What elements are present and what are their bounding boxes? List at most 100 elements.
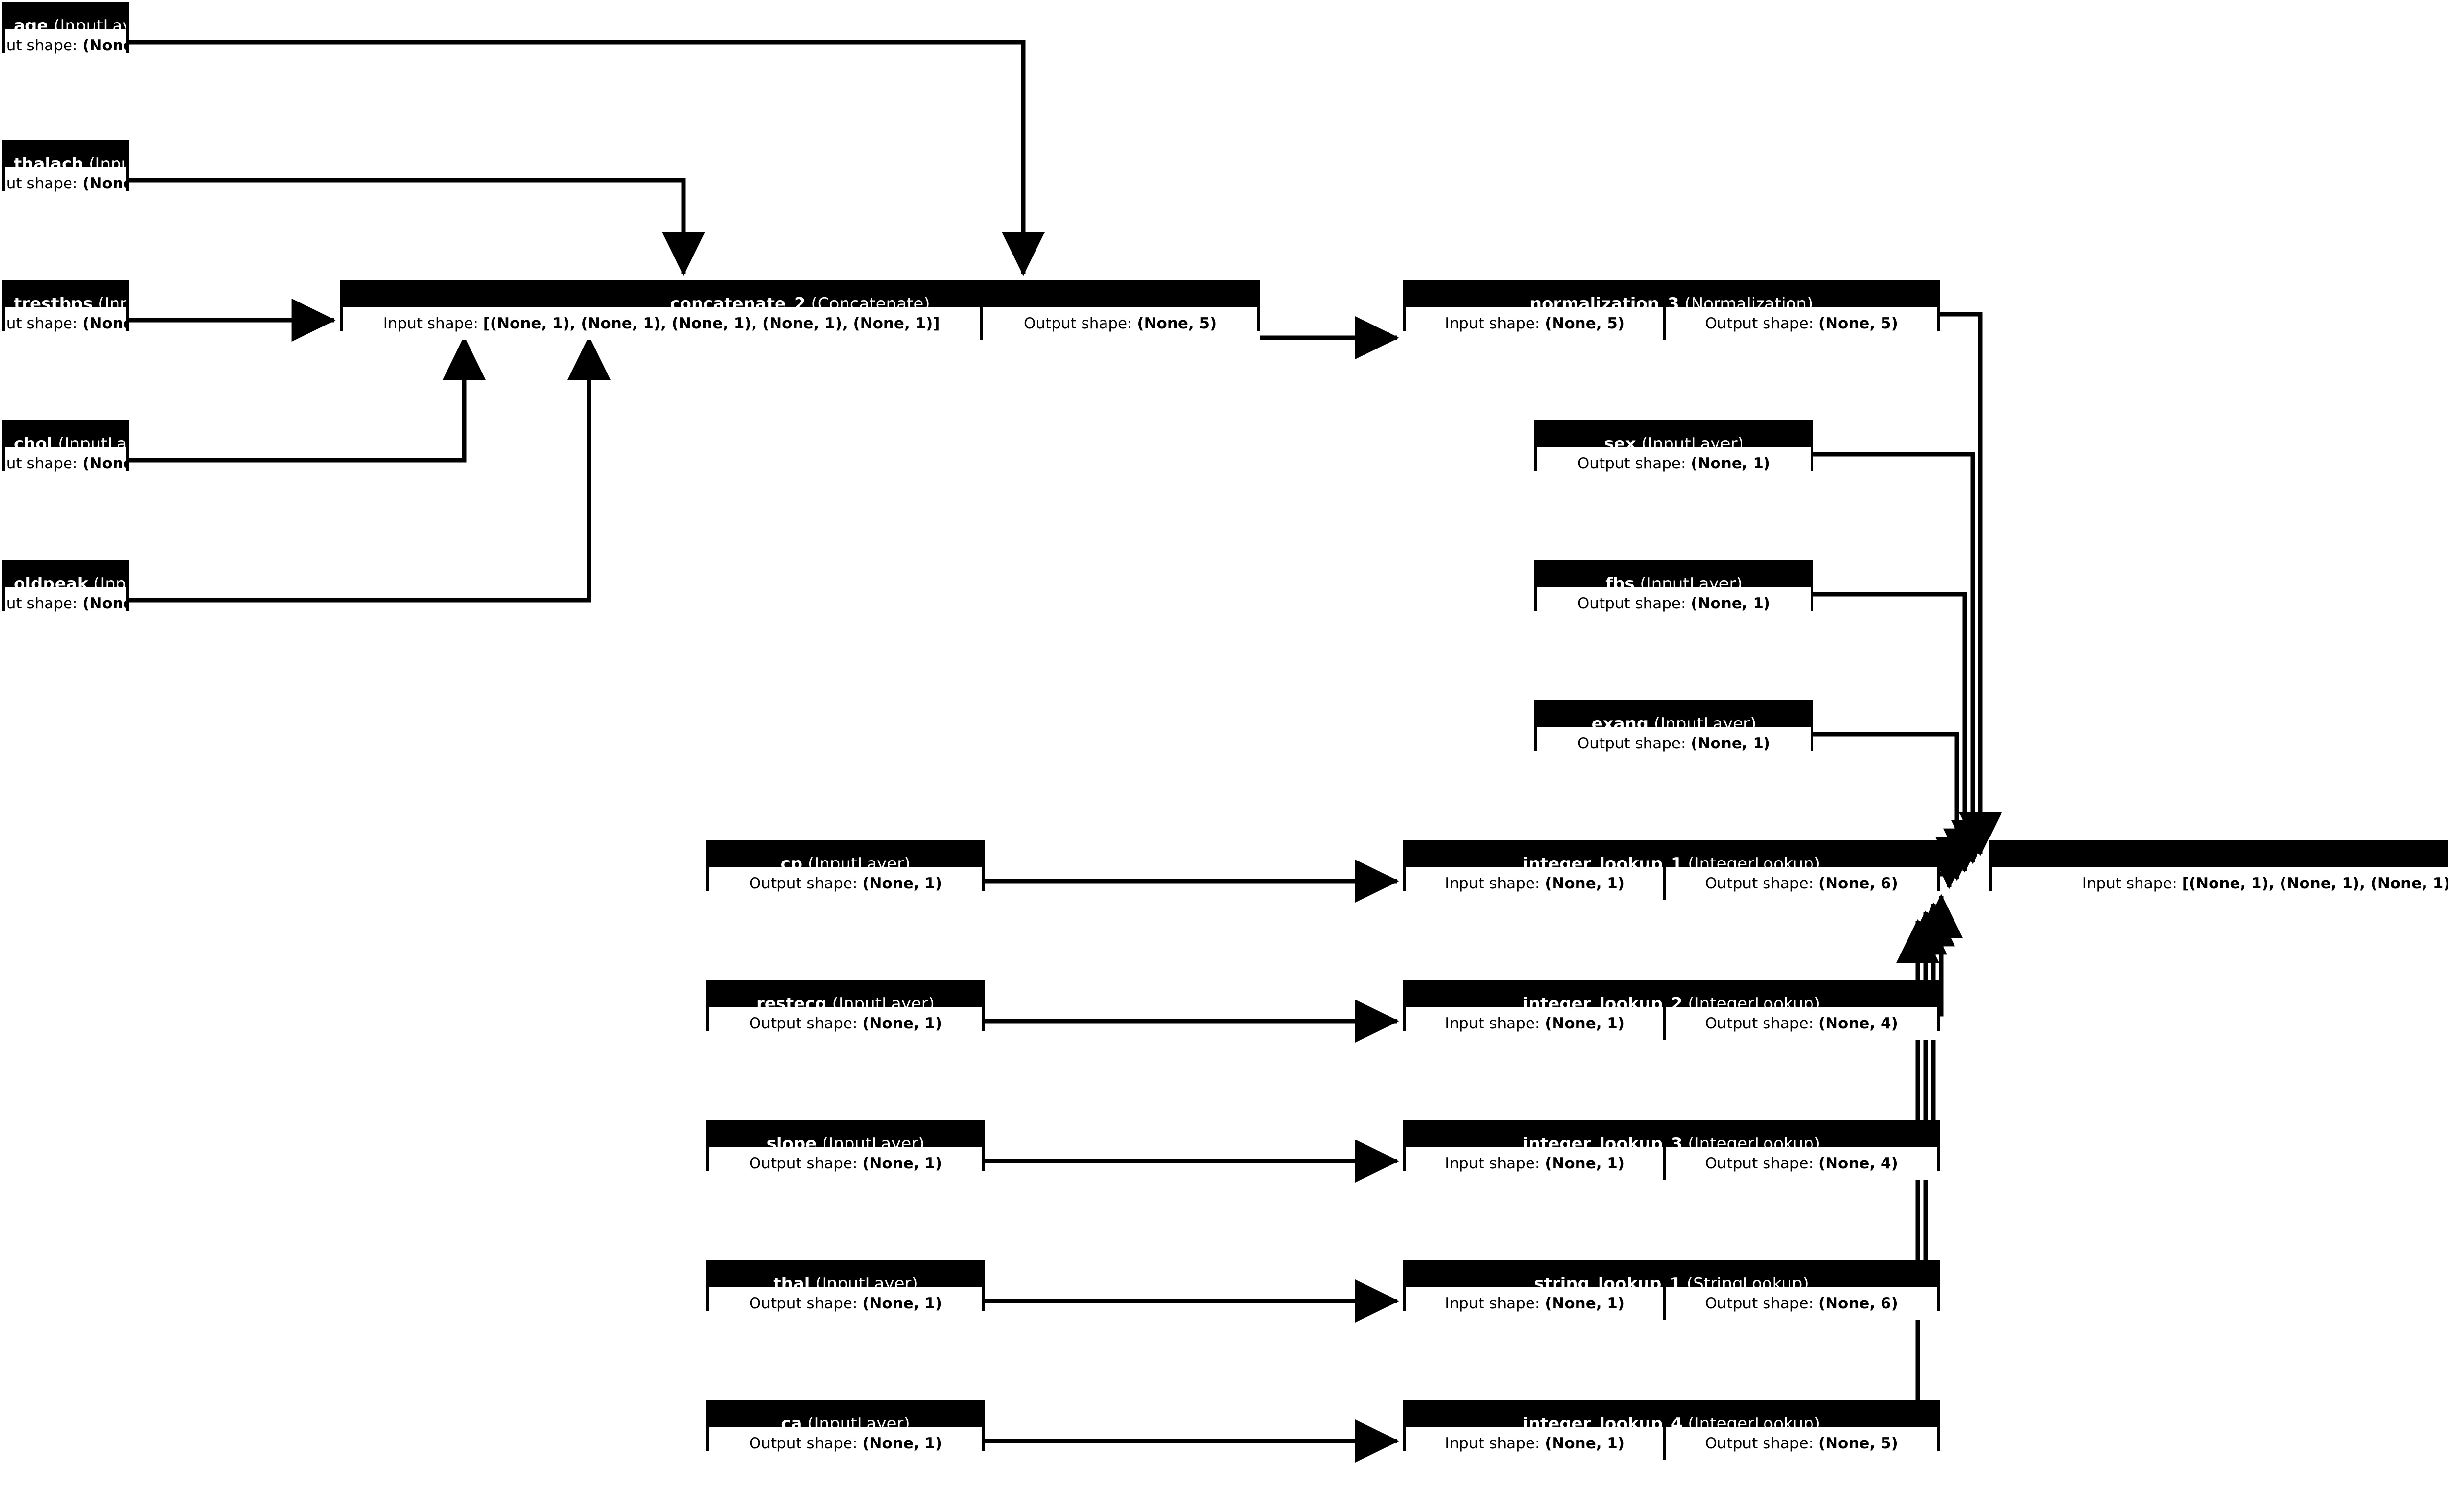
node-oldpeak[interactable]: oldpeak (InputLayer) Output shape: (None… — [2, 560, 129, 620]
output-shape-value: (None, 1) — [862, 1015, 942, 1032]
node-title: oldpeak (InputLayer) — [5, 563, 126, 587]
node-thal[interactable]: thal (InputLayer) Output shape: (None, 1… — [706, 1260, 985, 1320]
output-shape-cell: Output shape: (None, 6) — [1666, 867, 1937, 900]
node-name: integer_lookup_4 — [1523, 1414, 1683, 1427]
node-concatenate_3[interactable]: concatenate_3 (Concatenate) Input shape:… — [1989, 840, 2448, 900]
node-type: (StringLookup) — [1686, 1274, 1809, 1287]
node-body: Output shape: (None, 1) — [709, 867, 982, 900]
output-shape-label: Output shape: — [1705, 1155, 1814, 1172]
edge-oldpeak-to-concatenate_2 — [129, 336, 611, 603]
output-shape-value: (None, 6) — [1818, 1295, 1898, 1312]
node-type: (IntegerLookup) — [1688, 994, 1820, 1007]
node-sex[interactable]: sex (InputLayer) Output shape: (None, 1) — [1534, 420, 1813, 480]
node-type: (Concatenate) — [811, 294, 930, 307]
input-shape-label: Input shape: — [383, 315, 478, 332]
output-shape-cell: Output shape: (None, 1) — [5, 29, 126, 62]
node-restecg[interactable]: restecg (InputLayer) Output shape: (None… — [706, 980, 985, 1040]
node-body: Output shape: (None, 1) — [1537, 587, 1811, 620]
output-shape-value: (None, 4) — [1818, 1155, 1898, 1172]
output-shape-label: Output shape: — [749, 1435, 858, 1452]
node-body: Output shape: (None, 1) — [709, 1287, 982, 1320]
node-title: integer_lookup_2 (IntegerLookup) — [1406, 983, 1937, 1007]
output-shape-label: Output shape: — [5, 175, 78, 192]
node-name: integer_lookup_3 — [1523, 1134, 1683, 1147]
output-shape-cell: Output shape: (None, 1) — [1537, 447, 1811, 480]
output-shape-cell: Output shape: (None, 1) — [709, 1007, 982, 1040]
node-title: integer_lookup_1 (IntegerLookup) — [1406, 843, 1937, 867]
output-shape-label: Output shape: — [749, 875, 858, 892]
node-integer_lookup_3[interactable]: integer_lookup_3 (IntegerLookup) Input s… — [1403, 1120, 1940, 1180]
node-body: Output shape: (None, 1) — [1537, 727, 1811, 760]
input-shape-label: Input shape: — [2082, 875, 2177, 892]
input-shape-cell: Input shape: [(None, 1), (None, 1), (Non… — [1992, 867, 2448, 900]
node-name: chol — [14, 434, 53, 447]
node-cp[interactable]: cp (InputLayer) Output shape: (None, 1) — [706, 840, 985, 900]
node-name: cp — [780, 854, 803, 867]
node-name: oldpeak — [14, 574, 89, 587]
node-type: (InputLayer) — [89, 154, 126, 167]
node-integer_lookup_1[interactable]: integer_lookup_1 (IntegerLookup) Input s… — [1403, 840, 1940, 900]
output-shape-cell: Output shape: (None, 1) — [1537, 587, 1811, 620]
input-shape-cell: Input shape: (None, 1) — [1406, 1287, 1664, 1320]
node-string_lookup_1[interactable]: string_lookup_1 (StringLookup) Input sha… — [1403, 1260, 1940, 1320]
node-body: Input shape: (None, 1) Output shape: (No… — [1406, 867, 1937, 900]
node-title: trestbps (InputLayer) — [5, 283, 126, 307]
output-shape-cell: Output shape: (None, 1) — [5, 447, 126, 480]
node-title: chol (InputLayer) — [5, 423, 126, 447]
output-shape-value: (None, 5) — [1818, 1435, 1898, 1452]
node-exang[interactable]: exang (InputLayer) Output shape: (None, … — [1534, 700, 1813, 760]
node-name: thalach — [14, 154, 84, 167]
output-shape-value: (None, 5) — [1818, 315, 1898, 332]
input-shape-value: (None, 1) — [1545, 1015, 1625, 1032]
node-normalization_3[interactable]: normalization_3 (Normalization) Input sh… — [1403, 280, 1940, 340]
node-type: (InputLayer) — [58, 434, 126, 447]
input-shape-label: Input shape: — [1445, 875, 1540, 892]
node-body: Input shape: [(None, 1), (None, 1), (Non… — [1992, 867, 2448, 900]
node-integer_lookup_2[interactable]: integer_lookup_2 (IntegerLookup) Input s… — [1403, 980, 1940, 1040]
node-slope[interactable]: slope (InputLayer) Output shape: (None, … — [706, 1120, 985, 1180]
output-shape-label: Output shape: — [1705, 875, 1814, 892]
node-type: (InputLayer) — [1640, 574, 1742, 587]
node-name: normalization_3 — [1530, 294, 1679, 307]
node-name: sex — [1604, 434, 1636, 447]
node-body: Output shape: (None, 1) — [1537, 447, 1811, 480]
output-shape-label: Output shape: — [749, 1015, 858, 1032]
node-title: restecg (InputLayer) — [709, 983, 982, 1007]
node-title: ca (InputLayer) — [709, 1403, 982, 1427]
node-thalach[interactable]: thalach (InputLayer) Output shape: (None… — [2, 140, 129, 200]
node-title: integer_lookup_3 (IntegerLookup) — [1406, 1123, 1937, 1147]
node-body: Output shape: (None, 1) — [5, 587, 126, 620]
node-name: restecg — [756, 994, 827, 1007]
node-trestbps[interactable]: trestbps (InputLayer) Output shape: (Non… — [2, 280, 129, 340]
output-shape-label: Output shape: — [1705, 1435, 1814, 1452]
node-fbs[interactable]: fbs (InputLayer) Output shape: (None, 1) — [1534, 560, 1813, 620]
node-body: Output shape: (None, 1) — [709, 1007, 982, 1040]
output-shape-label: Output shape: — [1705, 1295, 1814, 1312]
node-name: ca — [781, 1414, 802, 1427]
node-body: Input shape: (None, 1) Output shape: (No… — [1406, 1287, 1937, 1320]
node-ca[interactable]: ca (InputLayer) Output shape: (None, 1) — [706, 1400, 985, 1460]
input-shape-value: [(None, 1), (None, 1), (None, 1), (None,… — [483, 315, 940, 332]
node-title: exang (InputLayer) — [1537, 703, 1811, 727]
input-shape-label: Input shape: — [1445, 1155, 1540, 1172]
output-shape-value: (None, 1) — [1691, 735, 1771, 752]
input-shape-cell: Input shape: (None, 1) — [1406, 1007, 1664, 1040]
output-shape-cell: Output shape: (None, 1) — [709, 1287, 982, 1320]
output-shape-label: Output shape: — [749, 1295, 858, 1312]
node-name: age — [14, 16, 48, 29]
output-shape-value: (None, 1) — [1691, 595, 1771, 612]
node-chol[interactable]: chol (InputLayer) Output shape: (None, 1… — [2, 420, 129, 480]
output-shape-label: Output shape: — [1577, 595, 1686, 612]
input-shape-label: Input shape: — [1445, 1015, 1540, 1032]
node-concatenate_2[interactable]: concatenate_2 (Concatenate) Input shape:… — [340, 280, 1260, 340]
output-shape-cell: Output shape: (None, 5) — [1666, 307, 1937, 340]
edge-fbs-to-concatenate_3 — [1813, 592, 1987, 873]
input-shape-cell: Input shape: (None, 1) — [1406, 867, 1664, 900]
node-body: Input shape: (None, 1) Output shape: (No… — [1406, 1147, 1937, 1180]
node-name: fbs — [1605, 574, 1635, 587]
output-shape-value: (None, 1) — [82, 37, 126, 54]
node-integer_lookup_4[interactable]: integer_lookup_4 (IntegerLookup) Input s… — [1403, 1400, 1940, 1460]
node-age[interactable]: age (InputLayer) Output shape: (None, 1) — [2, 2, 129, 62]
node-type: (IntegerLookup) — [1688, 1134, 1820, 1147]
